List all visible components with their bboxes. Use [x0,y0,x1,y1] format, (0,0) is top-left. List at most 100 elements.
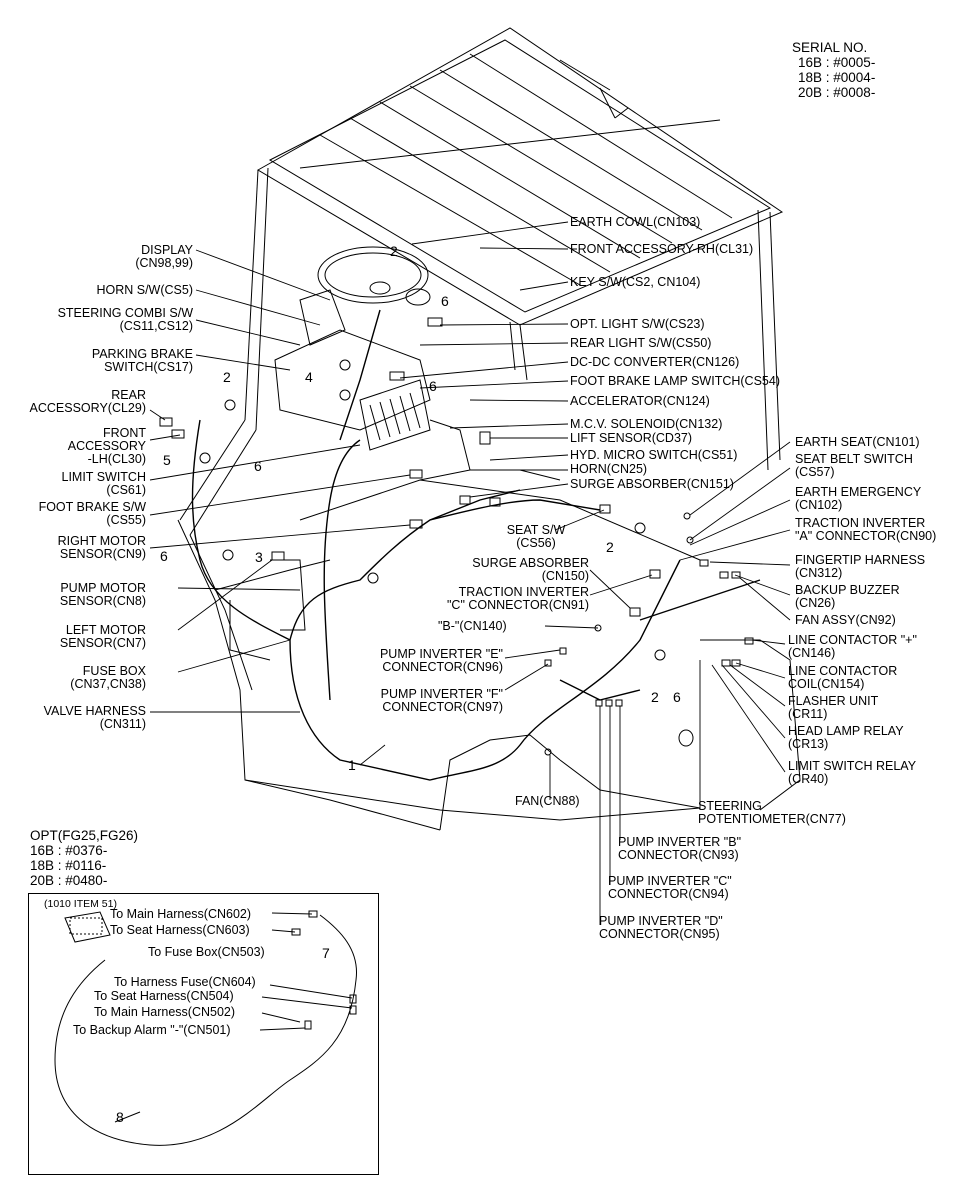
label-traction-inverter-c: TRACTION INVERTER"C" CONNECTOR(CN91) [447,586,589,612]
option-harness-box [28,893,379,1175]
label-front-accessory-rh: FRONT ACCESSORY-RH(CL31) [570,242,754,256]
truck-body [177,469,801,831]
label-traction-c-line1: TRACTION INVERTER [458,585,589,599]
serial-title: SERIAL NO. [792,40,868,55]
label-mcv-solenoid: M.C.V. SOLENOID(CN132) [570,417,723,431]
label-to-fuse-box-503: To Fuse Box(CN503) [148,945,265,959]
label-traction-a-line2: "A" CONNECTOR(CN90) [795,529,937,543]
option-line-16b: 16B : #0376- [30,843,108,858]
label-earth-emergency-line1: EARTH EMERGENCY [795,485,922,499]
label-seat-belt-line1: SEAT BELT SWITCH [795,452,913,466]
label-steering-combi-sw: STEERING COMBI S/W(CS11,CS12) [58,307,193,333]
label-foot-brake-sw: FOOT BRAKE S/W(CS55) [39,501,146,527]
item-number-6-top: 6 [441,293,449,309]
steering-console [274,246,471,471]
label-b-minus: "B-"(CN140) [438,619,507,633]
option-title: OPT(FG25,FG26) [30,828,139,843]
label-pump-e-line1: PUMP INVERTER "E" [379,647,503,661]
label-head-lamp-relay: HEAD LAMP RELAY(CR13) [788,725,904,751]
label-fuse-box-line2: (CN37,CN38) [70,677,146,691]
main-harness [191,309,761,781]
label-pump-c-line1: PUMP INVERTER "C" [608,874,732,888]
item-number-6-middle: 6 [429,378,437,394]
item-number-2-seat: 2 [606,539,614,555]
label-lift-sensor: LIFT SENSOR(CD37) [570,431,693,445]
label-line-contactor-plus-line1: LINE CONTACTOR "+" [788,633,917,647]
label-seat-sw: SEAT S/W(CS56) [505,524,567,550]
label-earth-emergency-line2: (CN102) [795,498,843,512]
connector-marks [159,317,754,756]
label-pump-e-line2: CONNECTOR(CN96) [382,660,503,674]
item-number-5: 5 [163,452,171,468]
label-display-line1: DISPLAY [141,243,193,257]
label-pump-f-line2: CONNECTOR(CN97) [382,700,503,714]
label-dc-dc-converter: DC-DC CONVERTER(CN126) [570,355,740,369]
item-number-7: 7 [322,945,330,961]
label-display: DISPLAY(CN98,99) [135,244,193,270]
label-horn-sw: HORN S/W(CS5) [96,283,193,297]
label-backup-buzzer-line2: (CN26) [795,596,836,610]
label-key-sw: KEY S/W(CS2, CN104) [570,275,701,289]
label-seat-sw-line1: SEAT S/W [506,523,566,537]
label-valve-harness-line1: VALVE HARNESS [43,704,146,718]
label-right-motor-line2: SENSOR(CN9) [59,547,146,561]
label-to-backup-alarm-501: To Backup Alarm "-"(CN501) [73,1023,231,1037]
label-line-contactor-plus-line2: (CN146) [788,646,836,660]
label-limit-switch: LIMIT SWITCH(CS61) [62,471,147,497]
label-surge-150-line2: (CN150) [541,569,589,583]
label-parking-brake-line1: PARKING BRAKE [91,347,193,361]
label-accelerator: ACCELERATOR(CN124) [570,394,710,408]
option-block: OPT(FG25,FG26) 16B : #0376- 18B : #0116-… [30,828,138,888]
label-limit-relay-line2: (CR40) [788,772,829,786]
serial-line-16b: 16B : #0005- [798,55,876,70]
label-surge-absorber-150: SURGE ABSORBER(CN150) [472,557,589,583]
label-to-main-harness-502: To Main Harness(CN502) [94,1005,236,1019]
label-traction-c-line2: "C" CONNECTOR(CN91) [447,598,589,612]
label-pump-inverter-c: PUMP INVERTER "C"CONNECTOR(CN94) [608,875,732,901]
label-pump-motor-line1: PUMP MOTOR [60,581,146,595]
label-limit-switch-line2: (CS61) [106,483,146,497]
label-backup-buzzer: BACKUP BUZZER(CN26) [795,584,900,610]
label-head-lamp-line2: (CR13) [788,737,829,751]
leader-lines [149,221,791,925]
item-number-4: 4 [305,369,313,385]
label-flasher-line2: (CR11) [788,707,828,721]
label-pump-inverter-f: PUMP INVERTER "F"CONNECTOR(CN97) [381,688,503,714]
label-opt-light-sw: OPT. LIGHT S/W(CS23) [570,317,705,331]
label-left-motor-line1: LEFT MOTOR [65,623,146,637]
label-front-accessory-lh-line2: ACCESSORY [67,439,146,453]
label-line-contactor-coil-line1: LINE CONTACTOR [788,664,898,678]
label-to-main-harness-602: To Main Harness(CN602) [110,907,252,921]
label-pump-inverter-e: PUMP INVERTER "E"CONNECTOR(CN96) [380,648,503,674]
label-seat-sw-line2: (CS56) [516,536,556,550]
label-pump-inverter-b: PUMP INVERTER "B"CONNECTOR(CN93) [618,836,741,862]
label-to-harness-fuse-604: To Harness Fuse(CN604) [114,975,256,989]
label-fingertip-harness: FINGERTIP HARNESS(CN312) [795,554,925,580]
label-fan-assy: FAN ASSY(CN92) [795,613,896,627]
label-pump-c-line2: CONNECTOR(CN94) [608,887,729,901]
label-pump-b-line2: CONNECTOR(CN93) [618,848,739,862]
label-pump-d-line2: CONNECTOR(CN95) [599,927,720,941]
label-line-contactor-plus: LINE CONTACTOR "+"(CN146) [788,634,917,660]
label-earth-cowl: EARTH COWL(CN103) [570,215,701,229]
label-rear-light-sw: REAR LIGHT S/W(CS50) [570,336,712,350]
label-head-lamp-line1: HEAD LAMP RELAY [788,724,904,738]
label-line-contactor-coil-line2: COIL(CN154) [788,677,865,691]
label-seat-belt-line2: (CS57) [795,465,835,479]
item-number-6-left: 6 [254,458,262,474]
label-fingertip-line2: (CN312) [795,566,843,580]
label-pump-b-line1: PUMP INVERTER "B" [618,835,742,849]
label-limit-switch-line1: LIMIT SWITCH [61,470,147,484]
serial-line-18b: 18B : #0004- [798,70,876,85]
label-foot-brake-sw-line1: FOOT BRAKE S/W [38,500,146,514]
label-valve-harness: VALVE HARNESS(CN311) [44,705,146,731]
label-seat-belt-switch: SEAT BELT SWITCH(CS57) [795,453,913,479]
label-to-seat-harness-504: To Seat Harness(CN504) [94,989,234,1003]
serial-number-block: SERIAL NO. 16B : #0005- 18B : #0004- 20B… [792,40,875,100]
label-fuse-box-line1: FUSE BOX [82,664,146,678]
